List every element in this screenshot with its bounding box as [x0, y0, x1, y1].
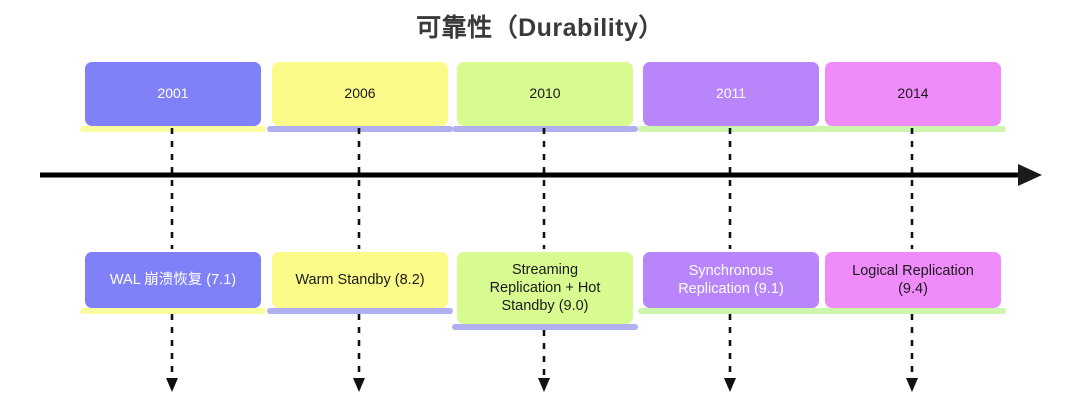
event-box-2014[interactable]: Logical Replication (9.4) — [820, 252, 1006, 314]
connector-arrowhead — [906, 378, 918, 392]
event-box-shadow — [452, 324, 638, 330]
connector-arrowhead — [353, 378, 365, 392]
year-label: 2014 — [897, 85, 929, 102]
event-label: Logical Replication (9.4) — [852, 262, 974, 297]
event-box-shadow — [80, 308, 266, 314]
connector-arrowhead — [166, 378, 178, 392]
year-box-shadow — [452, 126, 638, 132]
event-box-shadow — [638, 308, 824, 314]
year-box-2006[interactable]: 2006 — [267, 62, 453, 132]
event-label: Streaming Replication + Hot Standby (9.0… — [489, 261, 601, 315]
year-label: 2006 — [344, 85, 376, 102]
event-box-shadow — [267, 308, 453, 314]
event-box-2010[interactable]: Streaming Replication + Hot Standby (9.0… — [452, 252, 638, 330]
connector-arrowhead — [538, 378, 550, 392]
year-label: 2011 — [715, 85, 747, 102]
year-box-shadow — [267, 126, 453, 132]
main-axis — [40, 164, 1042, 186]
event-label: Warm Standby (8.2) — [295, 271, 425, 288]
event-box-shadow — [820, 308, 1006, 314]
year-label: 2010 — [529, 85, 561, 102]
year-box-2011[interactable]: 2011 — [638, 62, 824, 132]
year-box-shadow — [820, 126, 1006, 132]
event-box-2011[interactable]: Synchronous Replication (9.1) — [638, 252, 824, 314]
year-box-shadow — [80, 126, 266, 132]
page-title: 可靠性（Durability） — [416, 14, 664, 42]
year-box-2014[interactable]: 2014 — [820, 62, 1006, 132]
year-box-shadow — [638, 126, 824, 132]
year-box-2010[interactable]: 2010 — [452, 62, 638, 132]
year-label: 2001 — [157, 85, 189, 102]
axis-arrowhead — [1018, 164, 1042, 186]
event-box-2001[interactable]: WAL 崩溃恢复 (7.1) — [80, 252, 266, 314]
connector-arrowhead — [724, 378, 736, 392]
year-box-2001[interactable]: 2001 — [80, 62, 266, 132]
event-label: Synchronous Replication (9.1) — [678, 262, 784, 297]
event-box-2006[interactable]: Warm Standby (8.2) — [267, 252, 453, 314]
event-label: WAL 崩溃恢复 (7.1) — [109, 271, 237, 288]
